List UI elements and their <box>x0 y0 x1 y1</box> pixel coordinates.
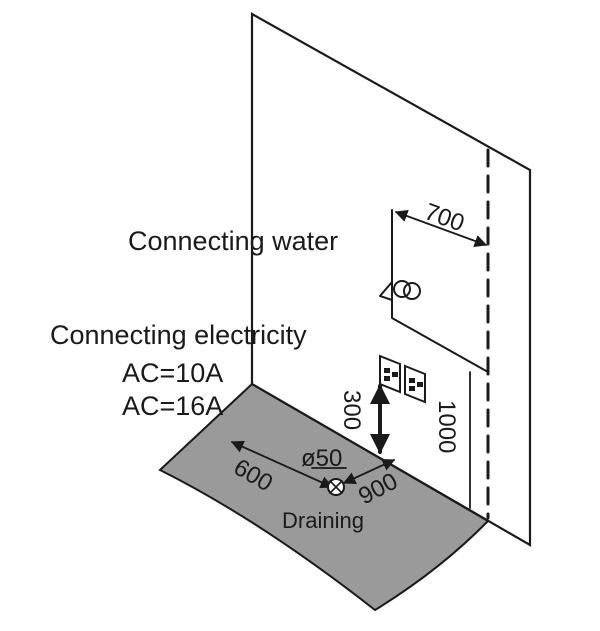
electrical-socket-icon <box>379 354 426 404</box>
ac10-label: AC=10A <box>122 358 223 388</box>
water-label: Connecting water <box>128 226 338 256</box>
electricity-label: Connecting electricity <box>50 320 307 350</box>
ac16-label: AC=16A <box>122 391 223 421</box>
drain-icon <box>327 478 345 496</box>
socket-height-label: 300 <box>338 390 365 430</box>
drain-x-dim-line <box>230 440 334 489</box>
drain-diameter-label: ø50 <box>301 445 342 472</box>
draining-label: Draining <box>282 508 364 533</box>
floor-area <box>158 382 490 612</box>
water-offset-dim-line <box>394 209 488 248</box>
wall-height-label: 1000 <box>433 400 460 453</box>
drain-y-dim-line <box>342 459 396 484</box>
water-connection-icon <box>379 280 421 301</box>
water-pipe-bracket <box>391 209 489 373</box>
